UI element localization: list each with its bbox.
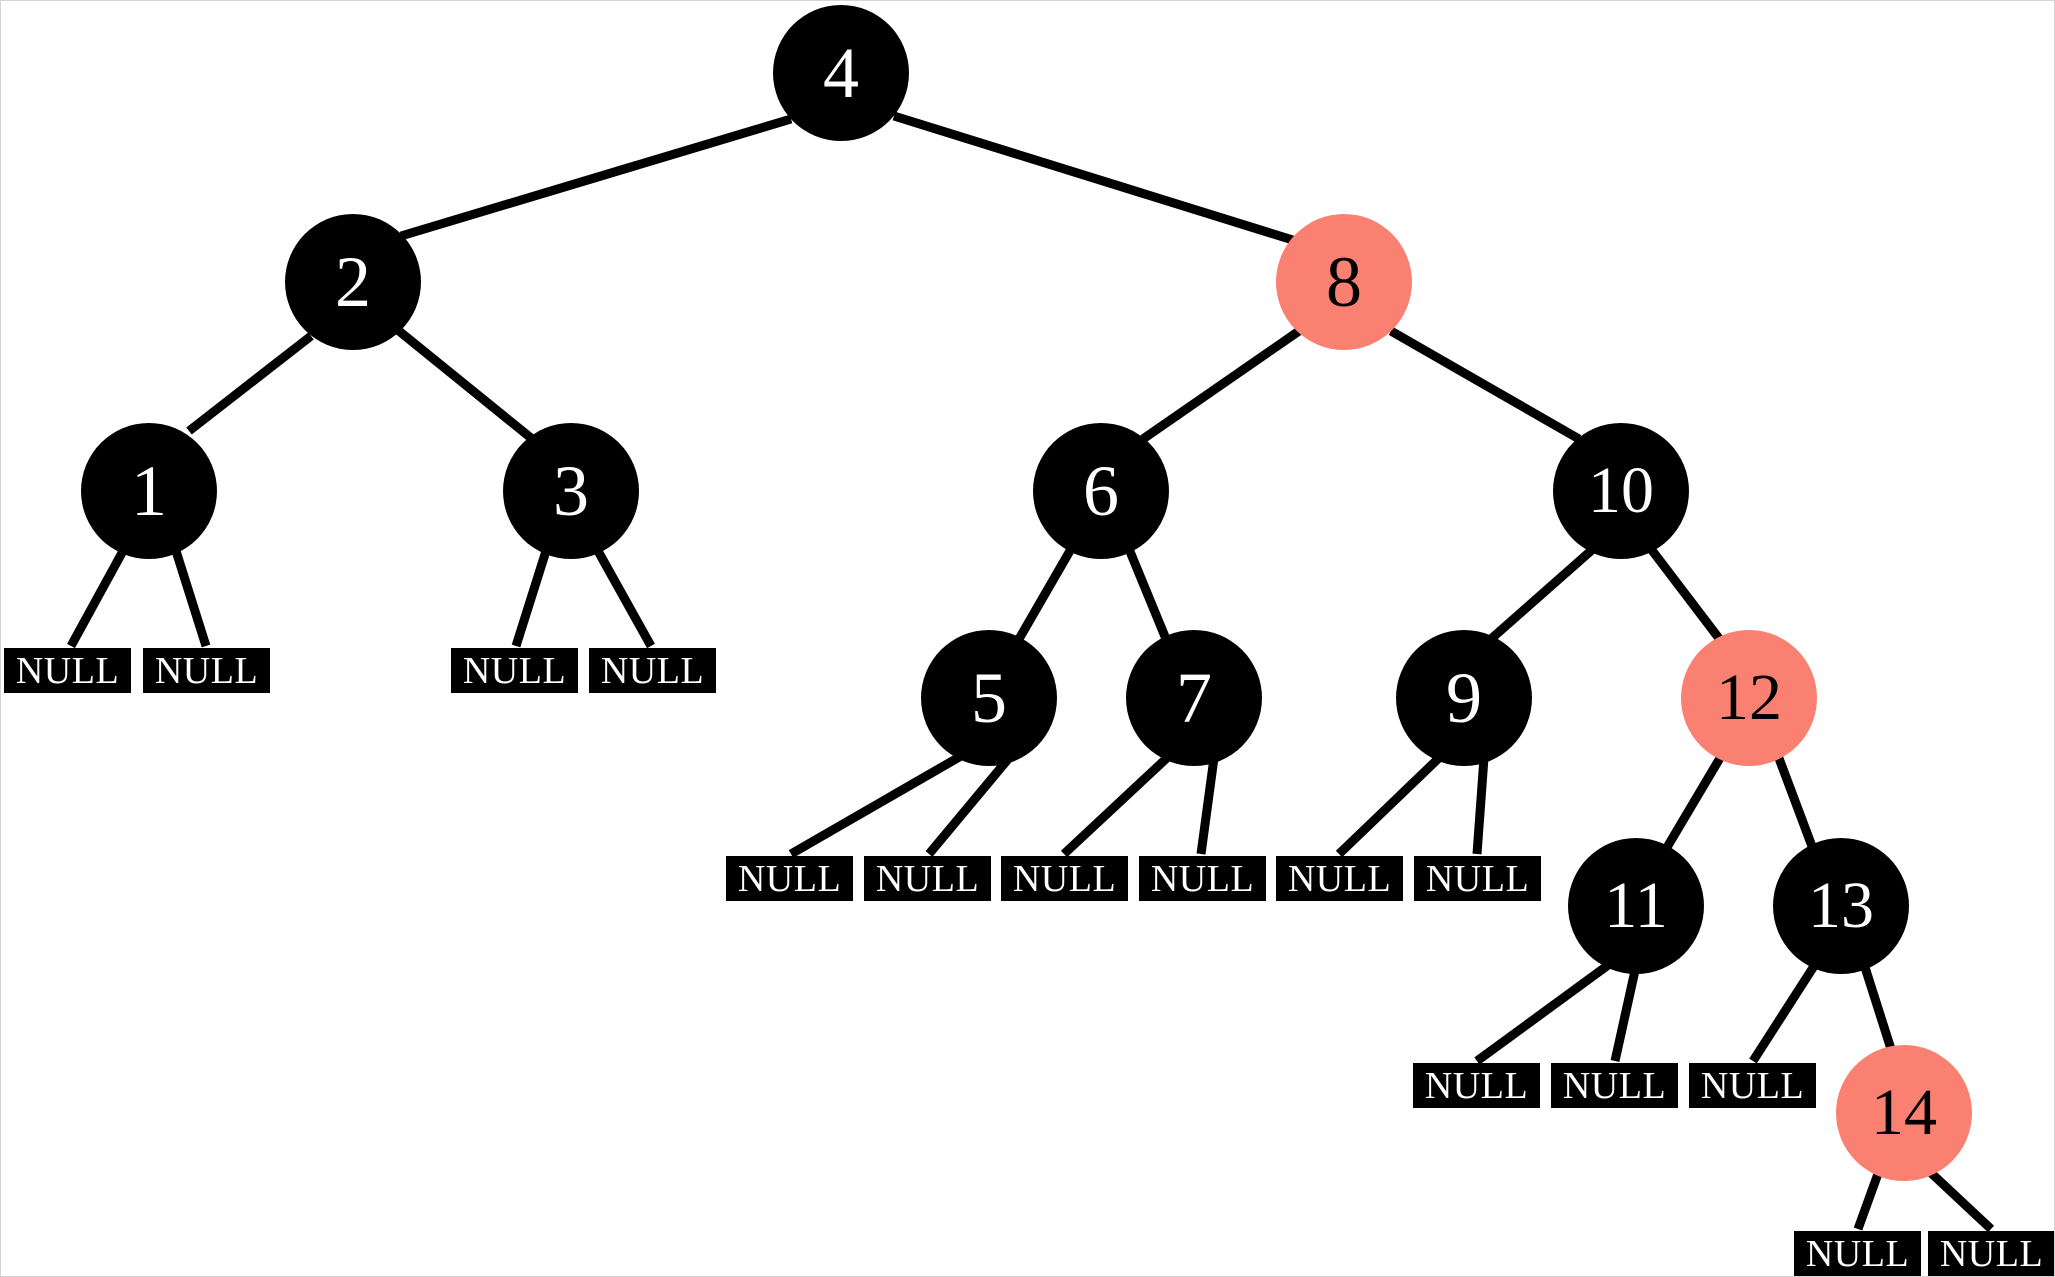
- tree-node-label: 10: [1588, 454, 1654, 527]
- tree-edge-n4-n2: [399, 114, 793, 241]
- tree-edge-n5-null5: [788, 752, 964, 858]
- tree-null-leaf: NULL: [1139, 856, 1266, 901]
- tree-edge-n13-null13: [1749, 960, 1820, 1064]
- tree-null-leaf: NULL: [589, 648, 716, 693]
- tree-edge-n9-null10: [1472, 757, 1489, 855]
- tree-node-3[interactable]: 3: [503, 423, 639, 559]
- tree-edge-n7-null8: [1196, 757, 1219, 855]
- tree-edge-n3-null3: [511, 549, 551, 648]
- tree-edge-n8-n10: [1388, 327, 1582, 443]
- tree-edge-n11-null11: [1474, 959, 1614, 1065]
- tree-node-9[interactable]: 9: [1396, 630, 1532, 766]
- tree-null-leaf: NULL: [1689, 1063, 1816, 1108]
- tree-node-2[interactable]: 2: [285, 214, 421, 350]
- tree-null-leaf: NULL: [864, 856, 991, 901]
- tree-edge-n1-null1: [67, 548, 127, 649]
- tree-node-label: 1: [131, 451, 167, 531]
- tree-node-label: 12: [1716, 661, 1782, 734]
- tree-null-leaf: NULL: [451, 648, 578, 693]
- tree-node-6[interactable]: 6: [1033, 423, 1169, 559]
- tree-edge-n11-null12: [1610, 965, 1641, 1062]
- tree-node-label: 14: [1871, 1076, 1937, 1149]
- tree-edge-n10-n12: [1647, 546, 1725, 644]
- tree-null-leaf: NULL: [1414, 856, 1541, 901]
- tree-null-leaf: NULL: [1276, 856, 1403, 901]
- tree-edge-n2-n3: [396, 327, 534, 442]
- tree-node-13[interactable]: 13: [1773, 838, 1909, 974]
- tree-edge-n14-null14: [1853, 1169, 1884, 1231]
- tree-node-label: 7: [1176, 658, 1212, 738]
- tree-null-leaf: NULL: [1928, 1231, 2054, 1276]
- tree-null-leaf: NULL: [4, 648, 131, 693]
- tree-edge-n12-n11: [1662, 750, 1727, 852]
- tree-null-leaf: NULL: [1001, 856, 1128, 901]
- tree-node-label: 3: [553, 451, 589, 531]
- tree-node-8[interactable]: 8: [1276, 214, 1412, 350]
- tree-node-7[interactable]: 7: [1126, 630, 1262, 766]
- tree-null-leaf: NULL: [726, 856, 853, 901]
- tree-node-14[interactable]: 14: [1836, 1045, 1972, 1181]
- tree-edge-n12-n13: [1772, 751, 1818, 851]
- tree-edge-n2-n1: [186, 332, 314, 435]
- tree-node-4[interactable]: 4: [773, 5, 909, 141]
- tree-null-leaf: NULL: [1794, 1231, 1921, 1276]
- tree-node-label: 5: [971, 658, 1007, 738]
- tree-node-label: 2: [335, 242, 371, 322]
- tree-edge-n7-null7: [1060, 752, 1173, 858]
- tree-edge-n14-null15: [1925, 1167, 1995, 1233]
- tree-node-11[interactable]: 11: [1568, 838, 1704, 974]
- tree-node-10[interactable]: 10: [1553, 423, 1689, 559]
- tree-null-leaf: NULL: [1413, 1063, 1540, 1108]
- tree-node-5[interactable]: 5: [921, 630, 1057, 766]
- tree-edge-n4-n8: [892, 111, 1298, 246]
- tree-edge-n10-n9: [1488, 545, 1596, 643]
- tree-edge-n13-n14: [1858, 959, 1896, 1051]
- tree-node-label: 11: [1604, 869, 1668, 942]
- tree-node-label: 8: [1326, 242, 1362, 322]
- tree-edge-n6-n5: [1015, 546, 1075, 642]
- tree-node-1[interactable]: 1: [81, 423, 217, 559]
- tree-edge-n9-null9: [1335, 752, 1445, 858]
- tree-null-leaf: NULL: [143, 648, 270, 693]
- tree-node-label: 4: [823, 33, 859, 113]
- tree-node-label: 13: [1808, 869, 1874, 942]
- tree-node-label: 9: [1446, 658, 1482, 738]
- tree-null-leaf: NULL: [1551, 1063, 1678, 1108]
- tree-edge-n3-null4: [594, 548, 655, 649]
- tree-node-label: 6: [1083, 451, 1119, 531]
- tree-edge-n6-n7: [1124, 547, 1171, 641]
- tree-edge-n5-null6: [925, 755, 1013, 857]
- tree-node-12[interactable]: 12: [1681, 630, 1817, 766]
- tree-edge-n1-null2: [171, 549, 211, 648]
- tree-edge-n8-n6: [1140, 327, 1302, 443]
